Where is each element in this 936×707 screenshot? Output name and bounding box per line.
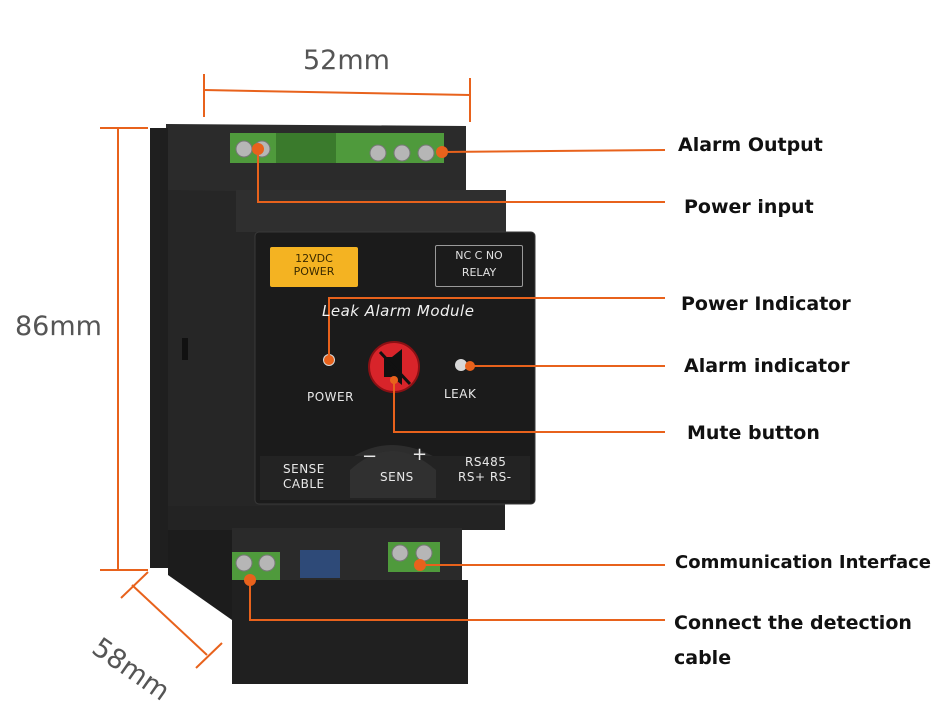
sens-minus: − xyxy=(362,446,378,467)
callout-detection-cable-line2: cable xyxy=(674,647,732,669)
sense-cable-line2: CABLE xyxy=(283,477,325,491)
height-dimension-label: 86mm xyxy=(15,311,102,342)
relay-label-box: NC C NO RELAY xyxy=(435,245,523,287)
callout-detection-cable-line1: Connect the detection xyxy=(674,612,912,634)
callout-power-indicator: Power Indicator xyxy=(681,293,851,315)
callout-mute-button: Mute button xyxy=(687,422,820,444)
relay-label: RELAY xyxy=(461,266,497,279)
callout-alarm-output: Alarm Output xyxy=(678,134,823,156)
callout-power-input: Power input xyxy=(684,196,814,218)
sens-label: SENS xyxy=(380,470,414,484)
height-dimension-line xyxy=(100,127,148,571)
callout-dots xyxy=(244,143,475,586)
callout-leaders xyxy=(249,149,666,621)
module-title: Leak Alarm Module xyxy=(322,302,475,320)
bottom-terminals xyxy=(232,542,440,580)
width-dimension-label: 52mm xyxy=(303,45,390,76)
leak-led xyxy=(455,359,467,371)
width-dimension-line xyxy=(203,74,471,122)
power-tag-line1: 12VDC xyxy=(295,252,333,265)
depth-dimension-line xyxy=(120,571,223,669)
device-body xyxy=(150,124,536,684)
sens-plus: + xyxy=(412,444,428,465)
leak-led-label: LEAK xyxy=(444,387,477,401)
callout-alarm-indicator: Alarm indicator xyxy=(684,355,850,377)
callout-communication-interface: Communication Interface xyxy=(675,552,931,573)
power-tag: 12VDC POWER xyxy=(270,247,358,287)
rs485-label: RS485 xyxy=(465,455,507,469)
relay-contacts-label: NC C NO xyxy=(455,249,503,262)
power-led-label: POWER xyxy=(307,390,354,404)
power-tag-line2: POWER xyxy=(293,265,335,278)
sense-cable-line1: SENSE xyxy=(283,462,325,476)
mute-button[interactable] xyxy=(368,341,420,393)
rs485-pins-label: RS+ RS- xyxy=(458,470,512,484)
